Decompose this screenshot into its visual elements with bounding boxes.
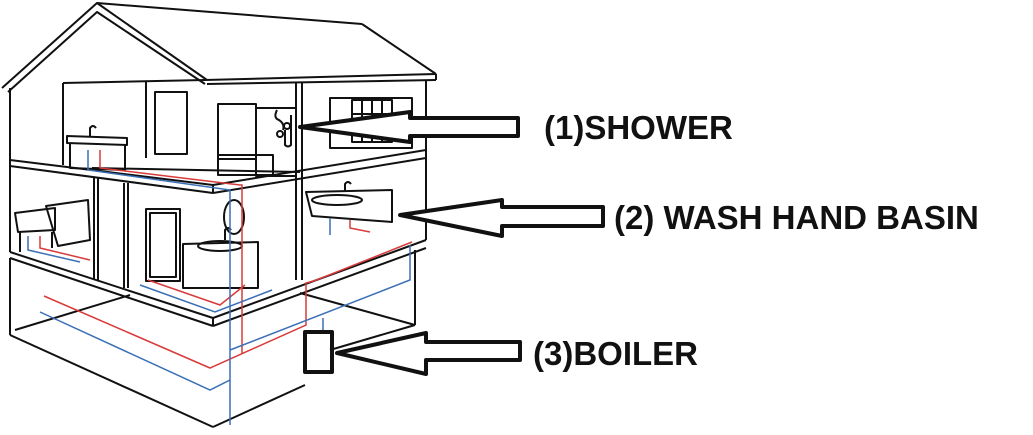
pipes bbox=[27, 150, 413, 425]
label-wash-hand-basin: (2) WASH HAND BASIN bbox=[614, 199, 979, 236]
arrow-shower bbox=[298, 110, 520, 144]
hot-water-pipes bbox=[39, 150, 413, 369]
roof bbox=[1, 2, 437, 93]
boiler bbox=[303, 330, 334, 374]
label-shower: (1)SHOWER bbox=[544, 109, 733, 146]
label-boiler: (3)BOILER bbox=[533, 335, 698, 372]
shower-enclosure bbox=[217, 103, 297, 177]
arrow-boiler bbox=[335, 331, 522, 376]
basement bbox=[9, 250, 416, 428]
sink-upper bbox=[66, 125, 128, 171]
arrow-wash-hand-basin bbox=[398, 198, 605, 238]
cold-water-pipes bbox=[27, 150, 411, 425]
middle-floor bbox=[9, 155, 427, 327]
